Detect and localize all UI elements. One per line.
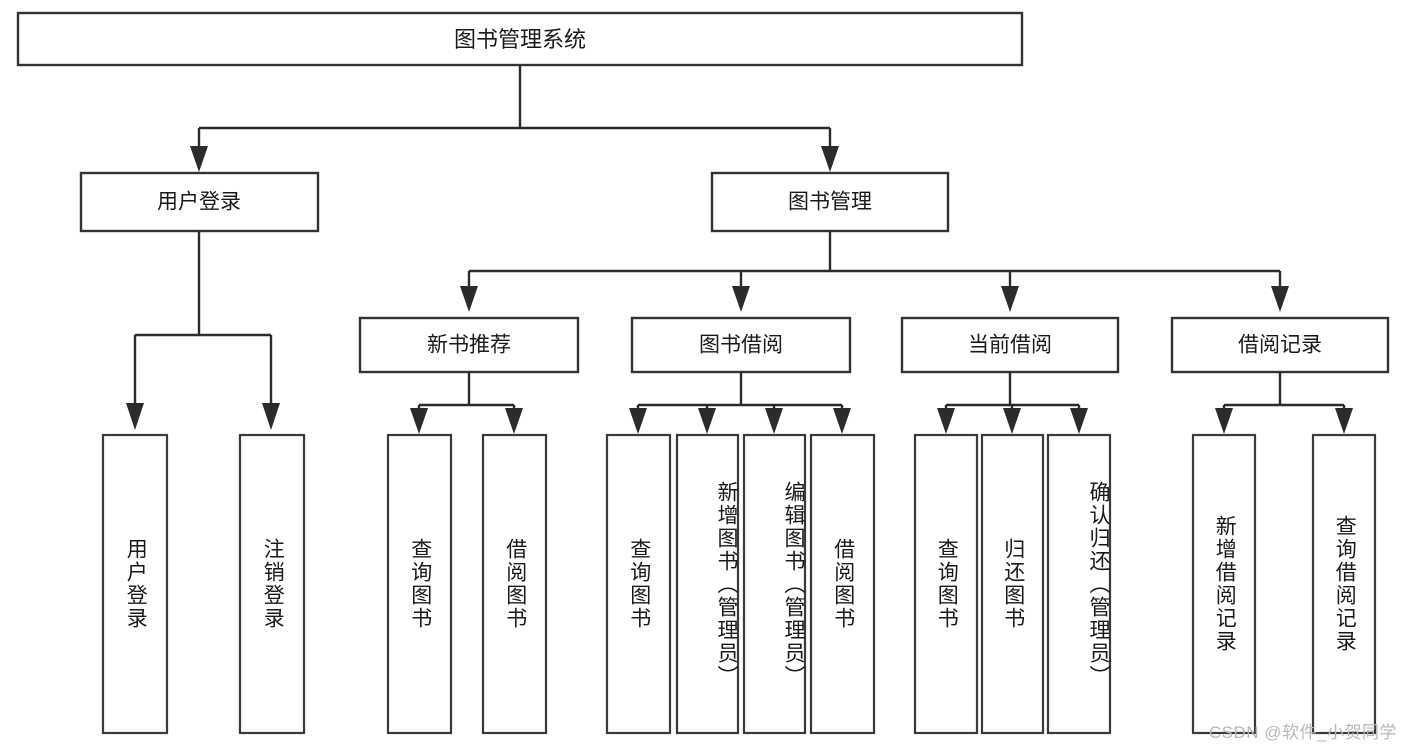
arrow-head-icon xyxy=(410,408,428,434)
arrow-head-icon xyxy=(1215,408,1233,434)
arrow-head-icon xyxy=(937,408,955,434)
node-new-book-rec-box[interactable] xyxy=(358,316,580,374)
node-current-borrow-label: 当前借阅 xyxy=(968,334,1052,357)
arrow-head-icon xyxy=(1271,286,1289,312)
connector-user-login-to-leaves xyxy=(126,231,280,430)
node-root-label: 图书管理系统 xyxy=(454,27,586,52)
arrow-head-icon xyxy=(460,286,478,312)
node-new-book-rec[interactable]: 新书推荐 xyxy=(358,316,580,374)
arrow-head-icon xyxy=(629,408,647,434)
node-leaf-4-box[interactable] xyxy=(481,433,548,735)
node-book-manage[interactable]: 图书管理 xyxy=(710,171,950,233)
node-borrow-record-label: 借阅记录 xyxy=(1238,334,1322,357)
arrow-head-icon xyxy=(1003,408,1021,434)
connector-book-manage-to-level3 xyxy=(460,231,1289,312)
node-leaf-9-box[interactable] xyxy=(913,433,979,735)
node-book-borrow[interactable]: 图书借阅 xyxy=(630,316,852,374)
node-leaf-11-box[interactable] xyxy=(1046,433,1112,735)
node-leaf-10-box[interactable] xyxy=(980,433,1045,735)
node-leaf-8-box[interactable] xyxy=(809,433,876,735)
node-user-login-label: 用户登录 xyxy=(157,191,241,214)
arrow-head-icon xyxy=(1001,286,1019,312)
node-current-borrow[interactable]: 当前借阅 xyxy=(900,316,1120,374)
connector-root-to-level2 xyxy=(190,65,839,172)
arrow-head-icon xyxy=(190,146,208,172)
node-user-login-box[interactable] xyxy=(79,171,320,233)
arrow-head-icon xyxy=(833,408,851,434)
connector-book-borrow-to-leaves xyxy=(629,372,851,434)
node-book-manage-label: 图书管理 xyxy=(788,191,872,214)
connector-borrow-record-to-leaves xyxy=(1215,372,1353,434)
node-leaf-13-box[interactable] xyxy=(1311,433,1377,735)
arrow-head-icon xyxy=(262,403,280,430)
arrow-head-icon xyxy=(765,408,783,434)
node-root[interactable]: 图书管理系统 xyxy=(16,11,1024,67)
arrow-head-icon xyxy=(126,403,144,430)
arrow-head-icon xyxy=(732,286,750,312)
connector-new-book-rec-to-leaves xyxy=(410,372,523,434)
node-borrow-record[interactable]: 借阅记录 xyxy=(1170,316,1390,374)
node-leaf-1-box[interactable] xyxy=(101,433,169,735)
node-leaf-3-box[interactable] xyxy=(386,433,453,735)
csdn-watermark: CSDN @软件_小贺同学 xyxy=(1208,723,1397,742)
node-book-borrow-label: 图书借阅 xyxy=(699,334,783,357)
arrow-head-icon xyxy=(698,408,716,434)
arrow-head-icon xyxy=(821,146,839,172)
node-user-login[interactable]: 用户登录 xyxy=(79,171,320,233)
node-leaf-5-box[interactable] xyxy=(605,433,672,735)
node-leaf-12-box[interactable] xyxy=(1191,433,1257,735)
node-leaf-2-box[interactable] xyxy=(238,433,306,735)
node-leaf-6-box[interactable] xyxy=(675,433,740,735)
arrow-head-icon xyxy=(1335,408,1353,434)
arrow-head-icon xyxy=(1070,408,1088,434)
node-new-book-rec-label: 新书推荐 xyxy=(427,334,511,357)
node-current-borrow-box[interactable] xyxy=(900,316,1120,374)
connector-current-borrow-to-leaves xyxy=(937,372,1088,434)
arrow-head-icon xyxy=(505,408,523,434)
node-root-box[interactable] xyxy=(16,11,1024,67)
node-leaf-7-box[interactable] xyxy=(742,433,807,735)
